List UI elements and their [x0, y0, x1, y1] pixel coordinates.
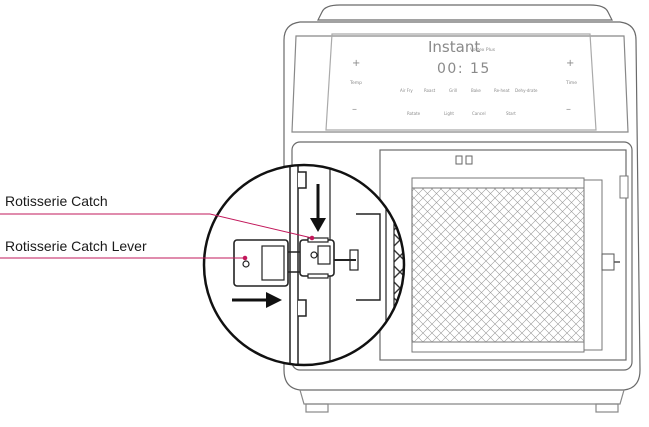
- light-button: Light: [444, 111, 454, 116]
- push-right-arrow: [232, 292, 282, 308]
- magnified-detail: [202, 163, 406, 367]
- time-label: Time: [565, 80, 577, 86]
- mode-bake: Bake: [471, 88, 481, 93]
- time-display: 00: 15: [437, 61, 491, 77]
- mode-grill: Grill: [449, 88, 457, 93]
- rotisserie-basket: [411, 155, 629, 353]
- brand-logo: Instant: [428, 38, 480, 56]
- mode-dehydrate: Dehy-drate: [515, 88, 538, 93]
- time-plus-button: +: [566, 58, 574, 69]
- push-down-arrow: [310, 184, 326, 232]
- temp-label: Temp: [349, 80, 362, 86]
- temp-plus-button: +: [352, 58, 360, 69]
- callout-rotisserie-catch-lever: Rotisserie Catch Lever: [5, 238, 147, 254]
- control-panel: Instant Vortex Plus 00: 15 + + Temp Time…: [349, 38, 577, 116]
- time-minus-button: –: [566, 104, 571, 115]
- temp-minus-button: –: [352, 104, 357, 115]
- mode-reheat: Re-heat: [494, 88, 510, 93]
- cancel-button: Cancel: [472, 111, 486, 116]
- start-button: Start: [506, 111, 516, 116]
- mode-roast: Roast: [424, 88, 436, 93]
- callout-leaders: [0, 213, 315, 261]
- rotate-button: Rotate: [407, 111, 421, 116]
- mode-air-fry: Air Fry: [400, 88, 413, 93]
- callout-rotisserie-catch: Rotisserie Catch: [5, 193, 108, 209]
- model-name: Vortex Plus: [470, 47, 496, 53]
